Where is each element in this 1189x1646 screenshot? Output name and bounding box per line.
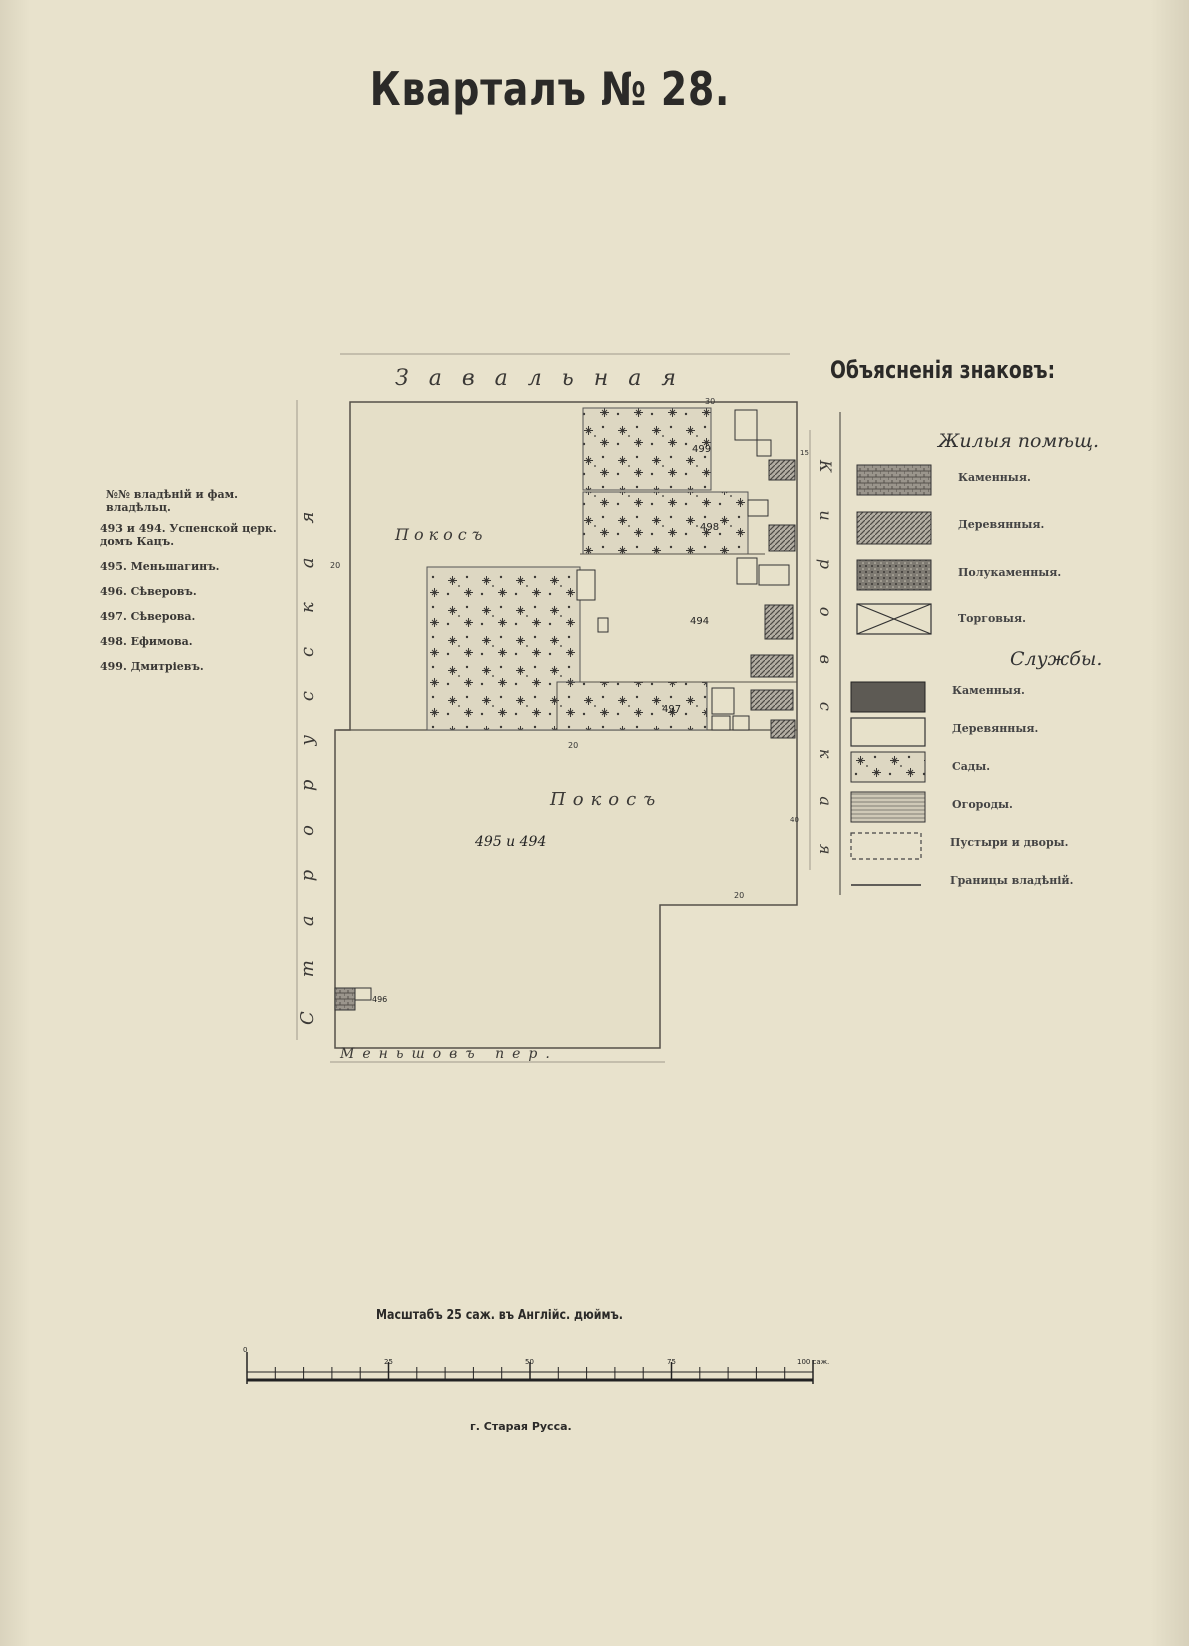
- legend-label: Полукаменныя.: [958, 566, 1062, 579]
- edge-number: 20: [568, 741, 578, 750]
- legend-label: Деревянныя.: [958, 518, 1045, 531]
- parcel-number: 499: [692, 444, 711, 455]
- edge-number: 40: [790, 816, 799, 824]
- building-wooden: [354, 987, 372, 1001]
- building-stone: [764, 604, 794, 640]
- edge-number: 15: [800, 449, 809, 457]
- edge-number: 20: [734, 891, 744, 900]
- legend-group-residential: Жилыя помѣщ.: [938, 430, 1100, 452]
- building-stone: [750, 654, 794, 678]
- legend-swatch-vegetable-gardens: [850, 791, 926, 823]
- legend-swatch-wooden-residential: [856, 511, 932, 545]
- parcel-divisions: [556, 553, 797, 730]
- building-wooden: [734, 409, 758, 441]
- scale-tick-label: 50: [525, 1358, 534, 1366]
- building-stone: [750, 689, 794, 711]
- building-wooden: [711, 687, 735, 715]
- legend-swatch-trade: [856, 603, 932, 635]
- building-wooden: [597, 617, 609, 633]
- garden-parcel-497: [556, 681, 708, 731]
- yard-label: Покосъ: [549, 789, 662, 810]
- building-wooden: [736, 557, 758, 585]
- page-title: Кварталъ № 28.: [369, 62, 731, 116]
- street-name-east: Кировская: [816, 459, 835, 893]
- scale-tick-label: 0: [243, 1346, 247, 1354]
- scale-tick-label: 75: [667, 1358, 676, 1366]
- legend-swatch-halfstone-residential: [856, 559, 932, 591]
- building-wooden: [758, 564, 790, 586]
- owners-list-item: 497. Сѣверова.: [100, 610, 196, 623]
- owners-list-item: 496. Сѣверовъ.: [100, 585, 197, 598]
- owners-list-item: 493 и 494. Успенской церк. домъ Кацъ.: [100, 522, 277, 548]
- building-stone: [770, 719, 796, 739]
- parcel-number: 495 и 494: [474, 834, 546, 850]
- legend-swatch-stone-services: [850, 681, 926, 713]
- legend-label: Каменныя.: [958, 471, 1031, 484]
- owners-list: №№ владѣній и фам. владѣльц. 493 и 494. …: [100, 488, 290, 685]
- building-wooden: [576, 569, 596, 601]
- owners-list-header: №№ владѣній и фам. владѣльц.: [106, 488, 238, 514]
- legend-label: Пустыри и дворы.: [950, 836, 1069, 849]
- edge-number: 20: [330, 561, 340, 570]
- legend-label: Огороды.: [952, 798, 1013, 811]
- scale-ticks: [274, 1362, 786, 1380]
- building-wooden: [732, 715, 750, 731]
- owners-list-item: 495. Меньшагинъ.: [100, 560, 220, 573]
- legend-swatch-stone-residential: [856, 464, 932, 496]
- owners-list-item: 499. Дмитріевъ.: [100, 660, 204, 673]
- street-name-north: Завальная: [395, 366, 696, 391]
- building-wooden: [711, 715, 731, 731]
- legend-swatch-gardens: [850, 751, 926, 783]
- legend-swatch-wooden-services: [850, 717, 926, 747]
- edge-number: 30: [705, 397, 715, 406]
- parcel-number: 496: [372, 995, 387, 1004]
- legend-swatch-wasteland: [850, 832, 922, 860]
- building-wooden: [756, 439, 772, 457]
- scale-caption: Масштабъ 25 саж. въ Англійс. дюймъ.: [376, 1308, 624, 1323]
- owners-list-item: 498. Ефимова.: [100, 635, 193, 648]
- yard-label: Покосъ: [394, 525, 487, 544]
- garden-parcel-498: [582, 491, 749, 555]
- scale-tick-label: 100 саж.: [797, 1358, 829, 1366]
- building-wooden: [747, 499, 769, 517]
- legend-title: Объясненія знаковъ:: [830, 356, 1056, 384]
- legend-label: Каменныя.: [952, 684, 1025, 697]
- legend-group-services: Службы.: [1010, 648, 1103, 670]
- legend-label: Сады.: [952, 760, 991, 773]
- legend-label: Торговыя.: [958, 612, 1026, 625]
- parcel-number: 498: [700, 522, 719, 533]
- street-name-south: Меньшовъ пер.: [339, 1046, 558, 1062]
- building-stone: [768, 524, 796, 552]
- parcel-number: 497: [662, 704, 681, 715]
- legend-label: Границы владѣній.: [950, 874, 1074, 887]
- garden-parcel-494: [426, 566, 581, 731]
- street-name-west: Старорусская: [297, 478, 318, 1025]
- scale-tick-label: 25: [384, 1358, 393, 1366]
- building-residential-496: [334, 987, 356, 1011]
- legend-label: Деревянныя.: [952, 722, 1039, 735]
- parcel-number: 494: [690, 616, 709, 627]
- garden-parcel-499: [582, 407, 712, 491]
- building-stone: [768, 459, 796, 481]
- city-name: г. Старая Русса.: [470, 1420, 572, 1433]
